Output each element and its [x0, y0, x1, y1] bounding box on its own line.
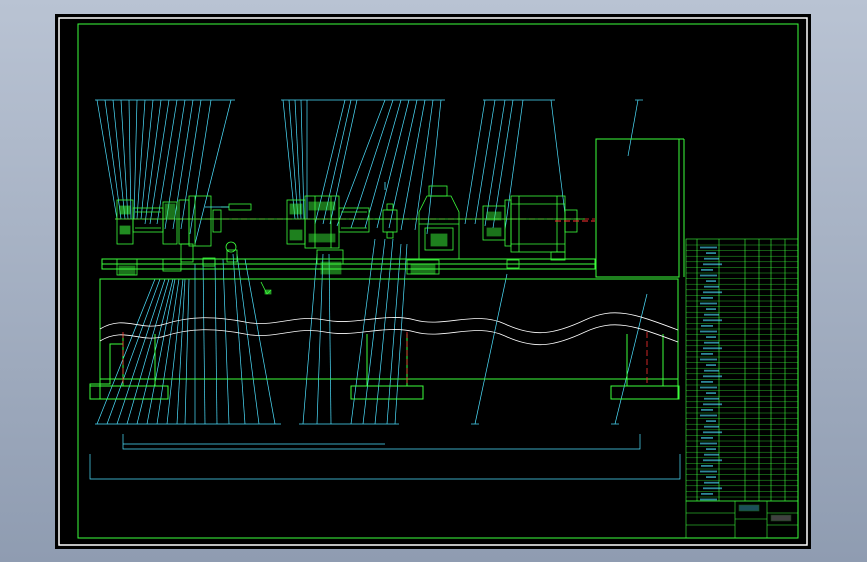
parts-list-text-stroke [701, 409, 713, 411]
parts-list-text-stroke [700, 358, 717, 361]
parts-list-text-stroke [703, 375, 722, 378]
annotation-symbol [205, 182, 386, 295]
title-block [685, 500, 799, 539]
parts-list-text-stroke [704, 425, 719, 428]
cad-viewport[interactable] [55, 14, 811, 549]
base-frame [89, 138, 685, 400]
parts-list-text-stroke [703, 291, 722, 294]
parts-list-text-stroke [700, 274, 717, 277]
assembly-drawing [58, 17, 808, 546]
parts-list-text-stroke [701, 297, 713, 299]
parts-list-text-stroke [706, 280, 716, 282]
parts-list-text-stroke [703, 347, 722, 350]
parts-list-text-stroke [700, 442, 717, 445]
parts-list-text-stroke [701, 465, 713, 467]
parts-list-text-stroke [706, 252, 716, 254]
right-coupling [482, 199, 520, 269]
gearbox [406, 185, 463, 275]
parts-list-text-stroke [704, 313, 719, 316]
parts-list-text-stroke [703, 487, 722, 490]
middle-coupling-assembly [286, 195, 398, 275]
parts-list-text-stroke [700, 302, 717, 305]
parts-list-text-stroke [704, 481, 719, 484]
parts-list-text-stroke [703, 431, 722, 434]
dimension-lines [89, 434, 681, 480]
parts-list-text-stroke [706, 392, 716, 394]
top-leader-lines [96, 99, 639, 245]
parts-list-text-stroke [706, 476, 716, 478]
parts-list-text-stroke [706, 420, 716, 422]
parts-list-text-stroke [706, 308, 716, 310]
break-lines [99, 312, 679, 346]
parts-list-text-stroke [703, 319, 722, 322]
sheet-outer-frame [58, 17, 808, 546]
motor [510, 195, 578, 261]
parts-list-text-stroke [701, 325, 713, 327]
left-bearing-assembly [116, 195, 252, 276]
parts-list-text-stroke [701, 269, 713, 271]
parts-list-text-stroke [700, 246, 717, 249]
parts-list-text-stroke [700, 414, 717, 417]
parts-list-text-stroke [704, 453, 719, 456]
parts-list-text-stroke [706, 336, 716, 338]
parts-list-text-stroke [703, 403, 722, 406]
bottom-leader-lines [96, 238, 648, 425]
parts-list-text-stroke [706, 448, 716, 450]
parts-list-table [685, 238, 799, 502]
parts-list-text-stroke [703, 263, 722, 266]
parts-list-text-stroke [700, 470, 717, 473]
parts-list-text-stroke [704, 397, 719, 400]
parts-list-text-stroke [700, 330, 717, 333]
parts-list-text-stroke [701, 437, 713, 439]
parts-list-text-stroke [704, 285, 719, 288]
parts-list-rows [686, 244, 798, 501]
parts-list-text-stroke [701, 381, 713, 383]
drawing-border [77, 23, 799, 539]
parts-list-text-stroke [701, 353, 713, 355]
parts-list-text-stroke [704, 341, 719, 344]
parts-list-text-stroke [706, 364, 716, 366]
parts-list-text-stroke [700, 386, 717, 389]
parts-list-text-stroke [700, 498, 717, 501]
parts-list-text-stroke [703, 459, 722, 462]
parts-list-text-stroke [704, 369, 719, 372]
parts-list-text-stroke [704, 257, 719, 260]
parts-list-text-stroke [701, 493, 713, 495]
